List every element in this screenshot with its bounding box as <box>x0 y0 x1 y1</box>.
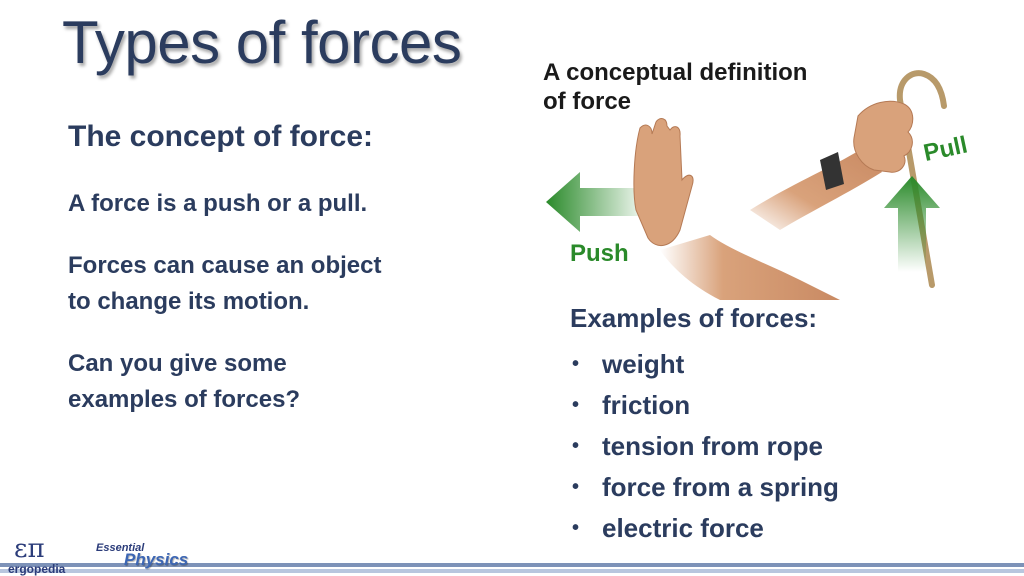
list-item-text: friction <box>602 390 691 420</box>
push-hand-icon <box>633 118 840 300</box>
question-paragraph: Can you give some examples of forces? <box>68 346 468 418</box>
definition-text: A force is a push or a pull. <box>68 190 368 217</box>
motion-line-2: to change its motion. <box>68 288 310 315</box>
figure-caption-line-1: A conceptual definition <box>543 59 808 86</box>
bullet-icon: • <box>572 394 580 416</box>
definition-paragraph: A force is a push or a pull. <box>68 186 468 222</box>
figure-caption: A conceptual definition of force <box>543 58 863 116</box>
bullet-icon: • <box>572 476 580 498</box>
list-item-text: force from a spring <box>602 472 839 502</box>
list-item: • force from a spring <box>570 467 839 508</box>
examples-heading: Examples of forces: <box>570 303 818 333</box>
pull-hand-icon <box>750 100 914 230</box>
bullet-icon: • <box>572 353 580 375</box>
ergopedia-logo-text: ergopedia <box>8 562 66 576</box>
footer-divider <box>0 563 1024 567</box>
footer: επ ergopedia Essential Physics <box>0 534 1024 576</box>
push-pull-figure <box>546 70 947 300</box>
series-logo-bottom: Physics <box>124 550 189 569</box>
motion-line-1: Forces can cause an object <box>68 252 382 279</box>
bullet-icon: • <box>572 517 580 539</box>
figure-caption-line-2: of force <box>543 88 632 115</box>
pull-arrow-icon <box>884 176 940 272</box>
question-line-1: Can you give some <box>68 350 287 377</box>
list-item: • weight <box>570 344 839 385</box>
concept-heading: The concept of force: <box>68 120 374 153</box>
push-label: Push <box>570 240 629 267</box>
push-arrow-icon <box>546 172 650 232</box>
list-item-text: weight <box>602 349 685 379</box>
list-item: • friction <box>570 385 839 426</box>
footer-divider-light <box>0 569 1024 573</box>
question-line-2: examples of forces? <box>68 386 301 413</box>
ergopedia-logo-symbol: επ <box>14 534 45 564</box>
rope-icon <box>896 70 947 288</box>
examples-list: • weight • friction • tension from rope • fo… <box>570 344 839 549</box>
list-item-text: tension from rope <box>602 431 824 461</box>
bullet-icon: • <box>572 435 580 457</box>
motion-paragraph: Forces can cause an object to change its… <box>68 248 468 320</box>
list-item-text: electric force <box>602 513 764 543</box>
series-logo-top: Essential <box>96 542 145 554</box>
slide-title: Types of forces <box>62 9 462 76</box>
list-item: • electric force <box>570 508 839 549</box>
list-item: • tension from rope <box>570 426 839 467</box>
